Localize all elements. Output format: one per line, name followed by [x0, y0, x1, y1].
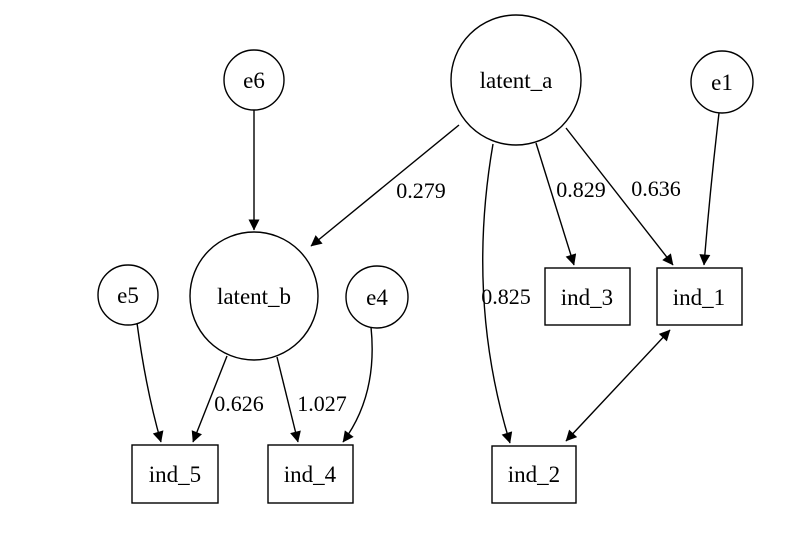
edge-label-latent_b-ind_4: 1.027	[297, 391, 347, 416]
e6-label: e6	[243, 68, 265, 93]
edge-label-latent_a-latent_b: 0.279	[396, 178, 446, 203]
edge-latent_a-ind_1	[565, 127, 674, 266]
ind_5-rect	[131, 444, 219, 504]
node-latent_b: latent_b	[189, 231, 319, 361]
node-latent_a: latent_a	[450, 14, 582, 146]
ind_4-label: ind_4	[284, 462, 337, 487]
edges-layer	[136, 110, 720, 444]
e4-circle	[345, 265, 409, 329]
node-ind_3: ind_3	[544, 267, 631, 326]
node-ind_1: ind_1	[656, 267, 743, 326]
edge-e4-ind_4	[342, 326, 373, 443]
edge-latent_b-ind_5	[191, 355, 228, 443]
latent_b-circle	[189, 231, 319, 361]
e6-circle	[223, 49, 285, 111]
node-ind_2: ind_2	[491, 445, 577, 504]
edge-latent_b-ind_4	[276, 356, 301, 443]
node-ind_4: ind_4	[267, 444, 354, 504]
e5-circle	[97, 264, 159, 326]
edge-label-latent_b-ind_5: 0.626	[214, 391, 264, 416]
edge-label-latent_a-ind_3: 0.829	[556, 177, 606, 202]
e1-label: e1	[711, 70, 733, 95]
ind_3-rect	[544, 267, 631, 326]
e4-label: e4	[366, 285, 388, 310]
edge-e5-ind_5	[136, 322, 164, 443]
node-e5: e5	[97, 264, 159, 326]
edge-latent_a-ind_3	[535, 142, 577, 266]
ind_4-rect	[267, 444, 354, 504]
ind_1-label: ind_1	[673, 285, 725, 310]
edge-ind_2-ind_1-bidirectional	[565, 329, 671, 442]
ind_3-label: ind_3	[561, 285, 613, 310]
edge-latent_a-latent_b	[310, 124, 460, 247]
node-e1: e1	[690, 50, 754, 114]
ind_2-label: ind_2	[508, 462, 560, 487]
ind_5-label: ind_5	[149, 462, 201, 487]
e1-circle	[690, 50, 754, 114]
edge-label-latent_a-ind_2: 0.825	[481, 284, 531, 309]
edge-latent_a-ind_2	[482, 143, 513, 444]
node-e4: e4	[345, 265, 409, 329]
ind_2-rect	[491, 445, 577, 504]
node-ind_5: ind_5	[131, 444, 219, 504]
e5-label: e5	[117, 283, 139, 308]
latent_b-label: latent_b	[217, 284, 291, 309]
edge-labels-layer: 0.279 0.829 0.636 0.825 0.626 1.027	[214, 176, 681, 416]
latent_a-circle	[450, 14, 582, 146]
edge-label-latent_a-ind_1: 0.636	[631, 176, 681, 201]
node-e6: e6	[223, 49, 285, 111]
nodes-layer: latent_a e6 e1 latent_b e5 e4	[97, 14, 754, 504]
edge-e1-ind_1	[699, 112, 720, 266]
latent_a-label: latent_a	[480, 68, 553, 93]
ind_1-rect	[656, 267, 743, 326]
